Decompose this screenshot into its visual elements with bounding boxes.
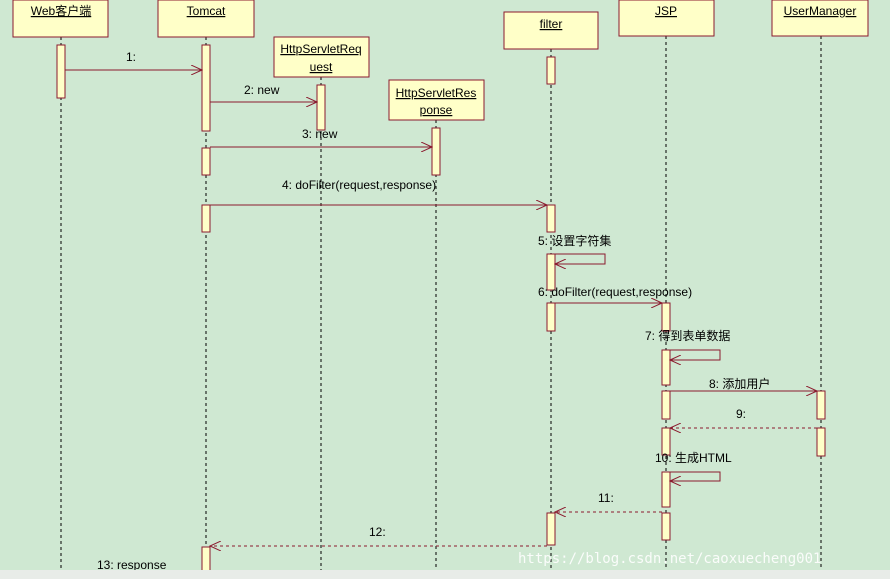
- object-label-web: Web客户端: [31, 3, 91, 18]
- object-label-response-line1: HttpServletRes: [396, 86, 477, 100]
- activation-jsp-4: [661, 427, 671, 456]
- activation-tomcat-3: [201, 204, 211, 233]
- activation-jsp-3: [661, 390, 671, 420]
- object-label-request-line1: HttpServletReq: [280, 42, 361, 56]
- activation-filter-4: [546, 302, 556, 332]
- object-boxes: [12, 0, 869, 121]
- message-arrows: [65, 70, 817, 546]
- activation-response-1: [431, 127, 441, 176]
- message-label-4: 4: doFilter(request,response): [282, 178, 436, 192]
- object-label-jsp: JSP: [655, 4, 677, 18]
- message-label-3: 3: new: [302, 127, 338, 141]
- activation-filter-2: [546, 204, 556, 233]
- message-label-2: 2: new: [244, 83, 280, 97]
- message-label-9: 9:: [736, 407, 746, 421]
- message-arrow-7-self: [670, 349, 721, 360]
- message-label-12: 12:: [369, 525, 386, 539]
- message-label-13: 13: response: [97, 558, 167, 572]
- activation-jsp-1: [661, 302, 671, 332]
- object-box-usermanager: [771, 0, 869, 37]
- message-labels: 1: 2: new 3: new 4: doFilter(request,res…: [97, 50, 770, 572]
- message-label-6: 6: doFilter(request,response): [538, 285, 692, 299]
- bottom-strip: [0, 570, 890, 579]
- activation-jsp-2: [661, 349, 671, 386]
- activation-tomcat-1: [201, 44, 211, 132]
- message-label-8: 8: 添加用户: [709, 376, 770, 391]
- object-box-jsp: [618, 0, 715, 37]
- object-label-response-line2: ponse: [420, 103, 453, 117]
- message-label-11: 11:: [598, 491, 614, 505]
- activation-filter-1: [546, 56, 556, 85]
- activation-usermanager-2: [816, 427, 826, 457]
- message-arrow-5-self: [555, 253, 606, 264]
- message-label-10: 10: 生成HTML: [655, 451, 732, 465]
- activation-request-1: [316, 84, 326, 131]
- activation-filter-3: [546, 253, 556, 291]
- activation-bars: [56, 44, 826, 574]
- activation-jsp-5: [661, 471, 671, 508]
- activation-web-1: [56, 44, 66, 99]
- object-label-filter: filter: [540, 17, 563, 31]
- object-box-tomcat: [157, 0, 255, 38]
- object-label-tomcat: Tomcat: [187, 4, 226, 18]
- message-label-5: 5: 设置字符集: [538, 233, 611, 248]
- object-box-response: [388, 79, 485, 121]
- object-label-request-line2: uest: [310, 60, 333, 74]
- object-labels: Web客户端 Tomcat HttpServletReq uest HttpSe…: [31, 3, 857, 117]
- object-label-usermanager: UserManager: [784, 4, 857, 18]
- message-label-7: 7: 得到表单数据: [645, 328, 730, 343]
- activation-tomcat-2: [201, 147, 211, 176]
- watermark: https://blog.csdn.net/caoxuecheng001: [518, 551, 821, 567]
- object-box-request: [273, 36, 370, 78]
- message-arrow-10-self: [670, 471, 721, 481]
- message-label-1: 1:: [126, 50, 136, 64]
- object-box-web: [12, 0, 109, 38]
- activation-usermanager-1: [816, 390, 826, 420]
- activation-filter-5: [546, 512, 556, 546]
- activation-jsp-6: [661, 512, 671, 541]
- object-box-filter: [503, 11, 599, 50]
